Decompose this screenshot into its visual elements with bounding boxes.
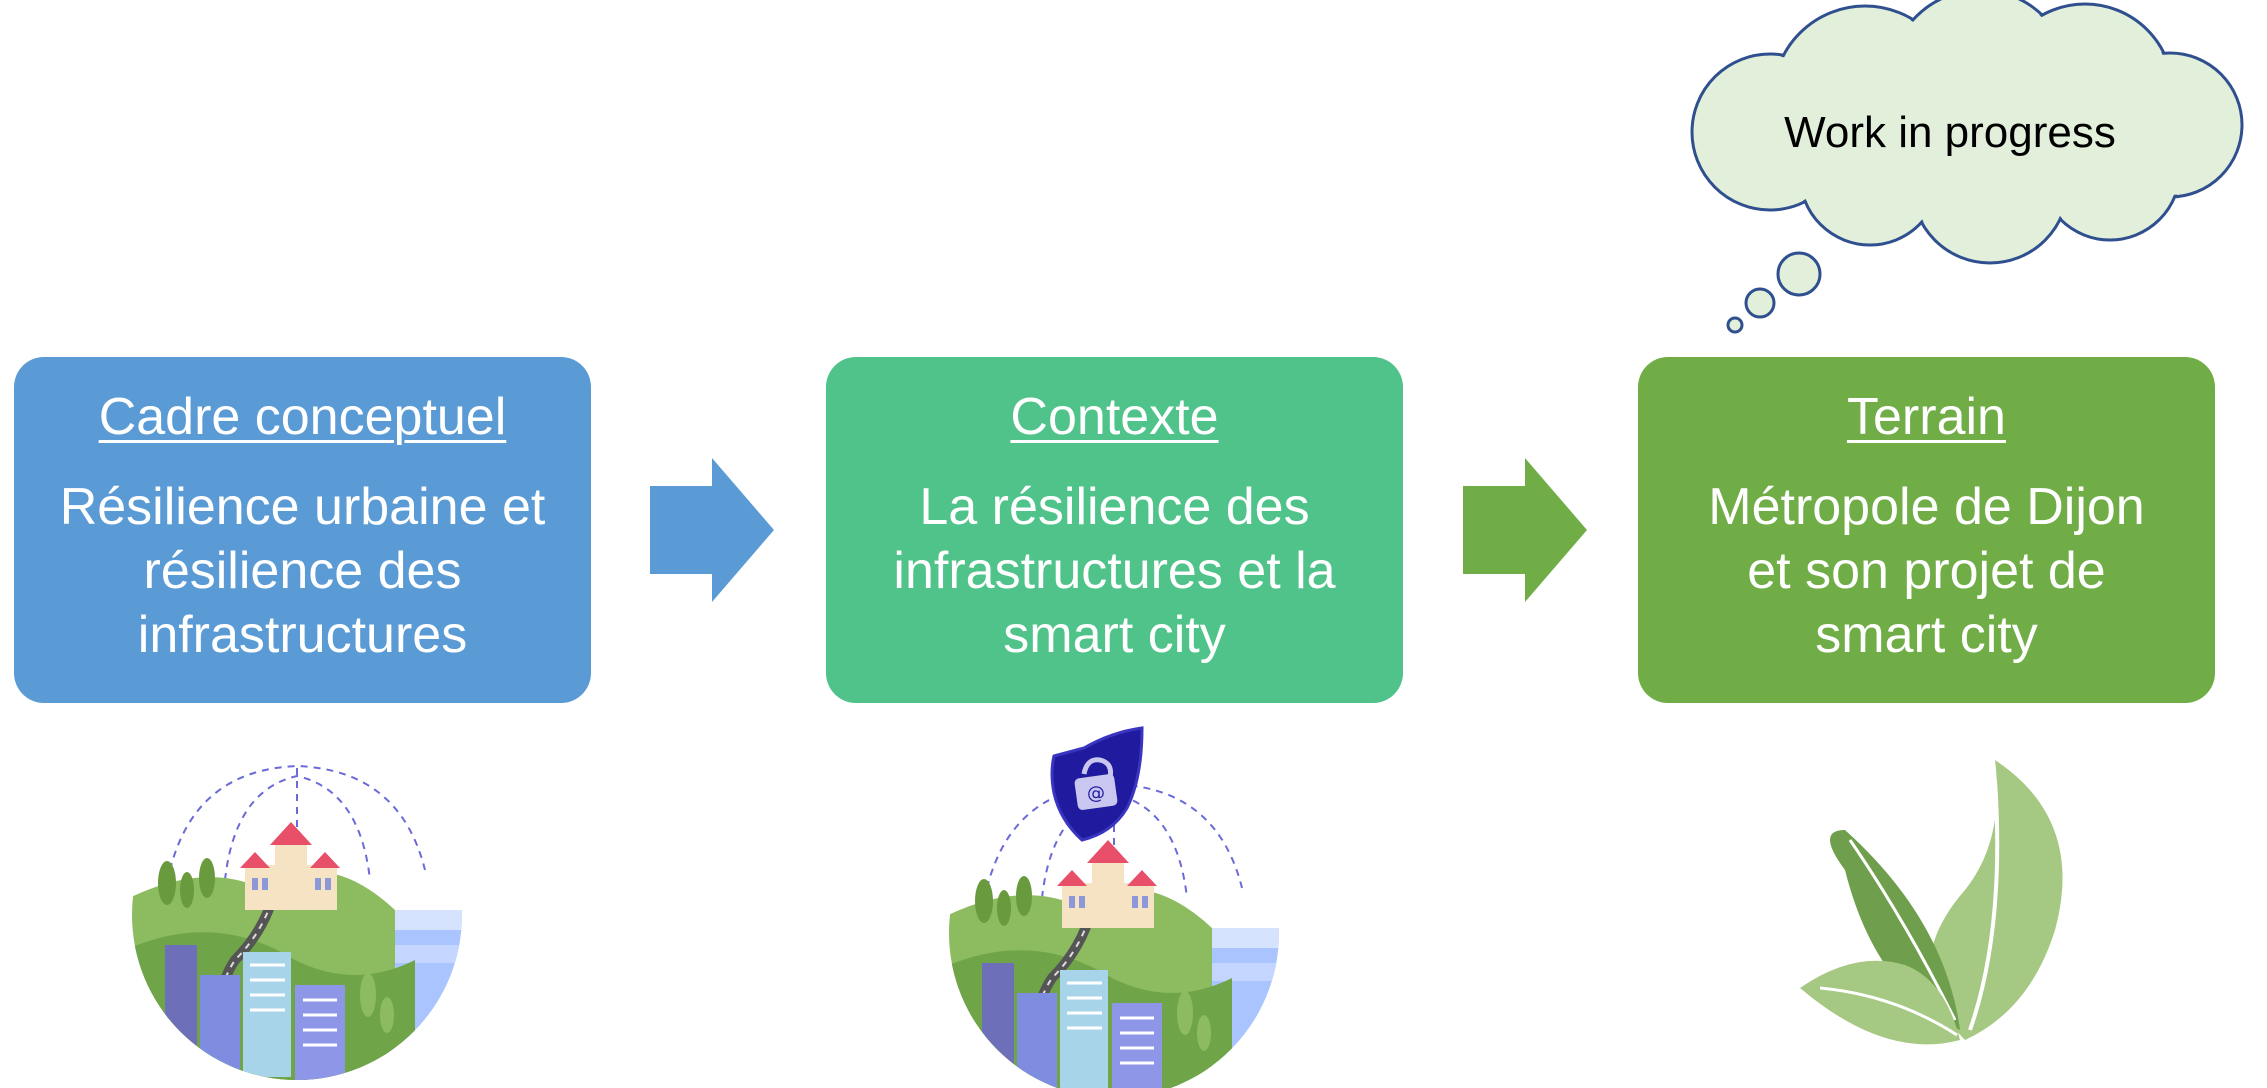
secure-smart-city-icon: @ [949, 726, 1279, 1088]
box-terrain: Terrain Métropole de Dijon et son projet… [1638, 357, 2215, 703]
box-text-line: infrastructures [137, 606, 468, 664]
shield-lock-icon: @ [1050, 726, 1144, 842]
box-text-line: La résilience des [919, 478, 1310, 536]
box-text: La résilience des infrastructures et la … [836, 475, 1393, 667]
box-title: Cadre conceptuel [98, 388, 507, 446]
cloud-text: Work in progress [1784, 108, 2116, 157]
arrow-right-icon [650, 458, 774, 602]
box-cadre-conceptuel: Cadre conceptuel Résilience urbaine et r… [14, 357, 591, 703]
box-text-line: Résilience urbaine et [59, 478, 546, 536]
box-text-line: smart city [1815, 606, 2038, 664]
box-text-line: Métropole de Dijon [1708, 478, 2145, 536]
box-text-line: et son projet de [1747, 542, 2106, 600]
thought-cloud-icon [1690, 0, 2244, 334]
box-text-line: smart city [1003, 606, 1226, 664]
box-text: Métropole de Dijon et son projet de smar… [1648, 475, 2205, 667]
box-contexte: Contexte La résilience des infrastructur… [826, 357, 1403, 703]
box-text: Résilience urbaine et résilience des inf… [24, 475, 581, 667]
box-text-line: infrastructures et la [893, 542, 1336, 600]
arrow-right-icon [1463, 458, 1587, 602]
box-title: Contexte [1010, 388, 1219, 446]
leaves-icon [1800, 760, 2063, 1045]
resilient-city-icon [132, 764, 462, 1080]
box-text-line: résilience des [143, 542, 462, 600]
svg-text:@: @ [1087, 783, 1105, 804]
box-title: Terrain [1847, 388, 2006, 446]
